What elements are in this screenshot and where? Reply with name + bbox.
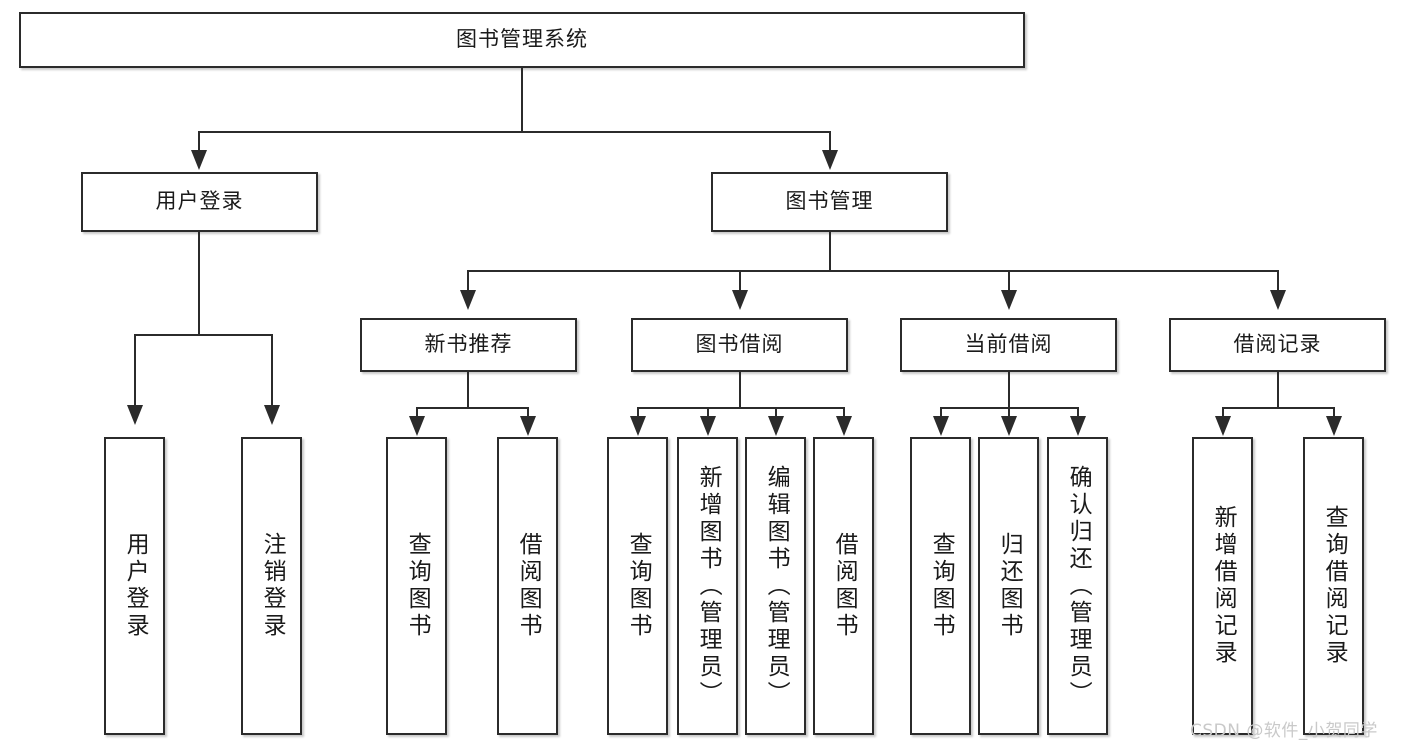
connector-root-bus [198,131,831,133]
leaf-user-login-label: 用户登录 [122,532,149,640]
node-new-book-recommend-label: 新书推荐 [424,332,513,357]
connector-current-borrow-drop-3 [1077,407,1079,419]
connector-borrow-record-bus [1222,407,1334,409]
node-borrow-record-label: 借阅记录 [1233,332,1322,357]
connector-user-login-drop-1 [134,334,136,408]
leaf-borrow-book-2-label: 借阅图书 [831,532,858,640]
leaf-user-logout[interactable]: 注销登录 [241,437,302,735]
connector-user-login-stem [198,232,200,335]
leaf-query-book-2-label: 查询图书 [625,532,652,640]
connector-root-to-user-login [198,131,200,155]
connector-book-manage-bus [467,270,1279,272]
connector-user-login-bus [134,334,273,336]
leaf-edit-book[interactable]: 编辑图书（管理员） [745,437,806,735]
arrowhead-bb-leaf-4 [836,416,852,436]
leaf-add-record[interactable]: 新增借阅记录 [1192,437,1253,735]
arrowhead-cb-leaf-1 [933,416,949,436]
leaf-borrow-book-1[interactable]: 借阅图书 [497,437,558,735]
connector-new-book-recommend-drop-2 [527,407,529,419]
connector-root-stem [521,68,523,132]
connector-borrow-record-drop-1 [1222,407,1224,419]
leaf-borrow-book-1-label: 借阅图书 [515,532,542,640]
connector-current-borrow-drop-1 [940,407,942,419]
arrowhead-cb-leaf-2 [1001,416,1017,436]
leaf-edit-book-label: 编辑图书（管理员） [763,464,790,708]
leaf-query-book-3[interactable]: 查询图书 [910,437,971,735]
arrowhead-nbr-leaf-2 [520,416,536,436]
arrowhead-bb-leaf-1 [630,416,646,436]
connector-new-book-recommend-drop-1 [416,407,418,419]
node-book-manage[interactable]: 图书管理 [711,172,948,232]
connector-book-borrow-bus [637,407,844,409]
leaf-add-book-label: 新增图书（管理员） [695,464,722,708]
connector-book-manage-stem [829,232,831,271]
arrowhead-bb-leaf-3 [768,416,784,436]
arrowhead-user-login-leaf-2 [264,405,280,425]
arrowhead-nbr-leaf-1 [409,416,425,436]
connector-user-login-drop-2 [271,334,273,408]
node-book-borrow-label: 图书借阅 [695,332,784,357]
arrowhead-user-login-leaf-1 [127,405,143,425]
arrowhead-to-book-borrow [732,290,748,310]
arrowhead-bb-leaf-2 [700,416,716,436]
arrowhead-to-current-borrow [1001,290,1017,310]
leaf-user-logout-label: 注销登录 [259,532,286,640]
connector-current-borrow-stem [1008,372,1010,408]
connector-root-to-book-manage [829,131,831,155]
leaf-query-record[interactable]: 查询借阅记录 [1303,437,1364,735]
leaf-query-record-label: 查询借阅记录 [1321,505,1348,667]
node-user-login-label: 用户登录 [155,189,244,214]
connector-borrow-record-stem [1277,372,1279,408]
arrowhead-to-new-book-recommend [460,290,476,310]
node-book-manage-label: 图书管理 [785,189,874,214]
node-book-borrow[interactable]: 图书借阅 [631,318,848,372]
connector-book-manage-drop-3 [1008,270,1010,294]
leaf-return-book-label: 归还图书 [996,532,1023,640]
arrowhead-to-borrow-record [1270,290,1286,310]
connector-new-book-recommend-stem [467,372,469,408]
connector-book-borrow-drop-1 [637,407,639,419]
node-borrow-record[interactable]: 借阅记录 [1169,318,1386,372]
leaf-borrow-book-2[interactable]: 借阅图书 [813,437,874,735]
arrowhead-br-leaf-2 [1326,416,1342,436]
connector-book-manage-drop-2 [739,270,741,294]
connector-new-book-recommend-bus [416,407,528,409]
arrowhead-br-leaf-1 [1215,416,1231,436]
connector-book-borrow-drop-3 [775,407,777,419]
leaf-query-book-2[interactable]: 查询图书 [607,437,668,735]
node-root-label: 图书管理系统 [456,27,588,52]
node-new-book-recommend[interactable]: 新书推荐 [360,318,577,372]
connector-current-borrow-drop-2 [1008,407,1010,419]
connector-book-borrow-drop-2 [707,407,709,419]
leaf-query-book-1[interactable]: 查询图书 [386,437,447,735]
leaf-confirm-return[interactable]: 确认归还（管理员） [1047,437,1108,735]
node-user-login[interactable]: 用户登录 [81,172,318,232]
node-root[interactable]: 图书管理系统 [19,12,1025,68]
arrowhead-cb-leaf-3 [1070,416,1086,436]
node-current-borrow[interactable]: 当前借阅 [900,318,1117,372]
leaf-query-book-3-label: 查询图书 [928,532,955,640]
arrowhead-root-to-book-manage [822,150,838,170]
leaf-add-record-label: 新增借阅记录 [1210,505,1237,667]
leaf-add-book[interactable]: 新增图书（管理员） [677,437,738,735]
connector-book-manage-drop-1 [467,270,469,294]
connector-book-borrow-drop-4 [843,407,845,419]
connector-book-borrow-stem [739,372,741,408]
connector-borrow-record-drop-2 [1333,407,1335,419]
arrowhead-root-to-user-login [191,150,207,170]
leaf-confirm-return-label: 确认归还（管理员） [1065,464,1092,708]
leaf-return-book[interactable]: 归还图书 [978,437,1039,735]
node-current-borrow-label: 当前借阅 [964,332,1053,357]
leaf-user-login[interactable]: 用户登录 [104,437,165,735]
connector-book-manage-drop-4 [1277,270,1279,294]
leaf-query-book-1-label: 查询图书 [404,532,431,640]
